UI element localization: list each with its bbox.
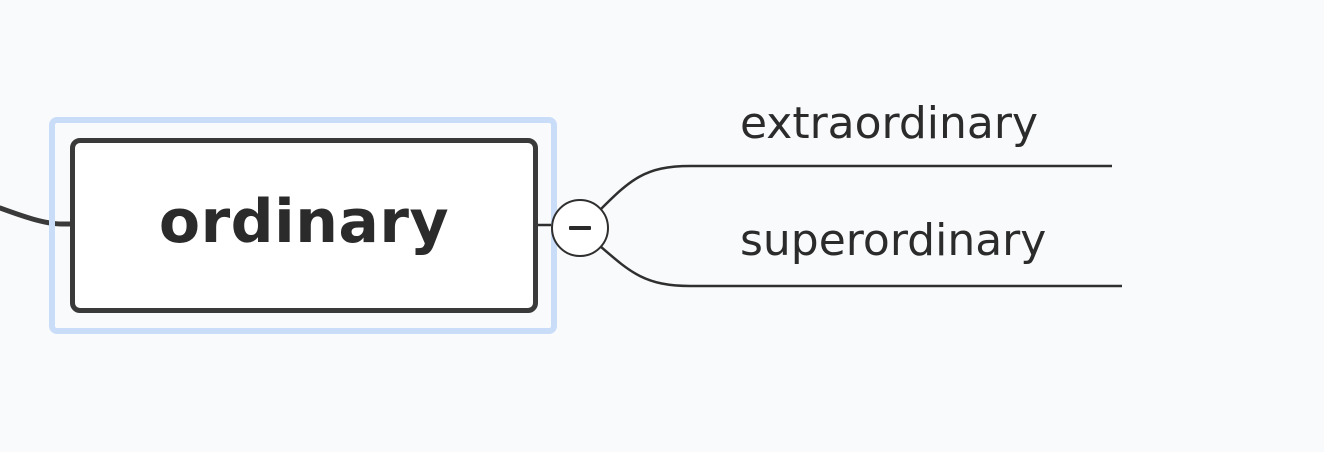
subtopic-superordinary[interactable]: superordinary bbox=[740, 215, 1047, 266]
central-topic-label: ordinary bbox=[158, 186, 450, 257]
collapse-toggle-button[interactable] bbox=[551, 199, 609, 257]
central-topic-node[interactable]: ordinary bbox=[70, 138, 538, 313]
parent-connector bbox=[0, 205, 73, 227]
branch-line-superordinary bbox=[599, 245, 1122, 288]
branch-line-extraordinary bbox=[599, 164, 1112, 211]
subtopic-extraordinary[interactable]: extraordinary bbox=[740, 98, 1039, 149]
minus-icon bbox=[569, 226, 591, 230]
